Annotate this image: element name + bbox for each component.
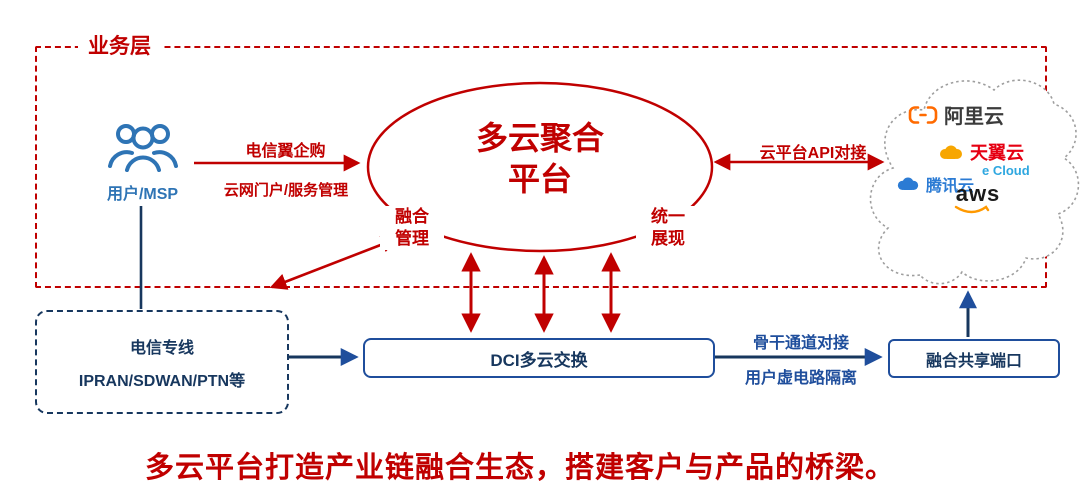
fusion-management-label: 融合 管理 <box>380 206 444 251</box>
caption: 多云平台打造产业链融合生态，搭建客户与产品的桥梁。 <box>144 452 895 484</box>
telecom-line-label: 电信专线 <box>129 339 194 357</box>
alibaba-cloud-label: 阿里云 <box>944 106 1004 128</box>
telecom-line-tech-label: IPRAN/SDWAN/PTN等 <box>78 372 246 390</box>
tianyi-cloud-logo: 天翼云 <box>938 139 1024 165</box>
edge-label-isolation: 用户虚电路隔离 <box>744 370 857 387</box>
arrow-fusion-diagonal <box>269 236 399 290</box>
unified-presentation-label: 统一 展现 <box>636 206 700 251</box>
platform-title: 多云聚合 平台 <box>410 118 670 200</box>
edge-label-portal-service: 云网门户/服务管理 <box>223 182 349 199</box>
aws-label: aws <box>955 181 1001 206</box>
business-layer-label: 业务层 <box>78 30 161 60</box>
cloud-providers-cloud <box>869 79 1080 285</box>
edge-label-backbone: 骨干通道对接 <box>752 335 849 352</box>
alibaba-cloud-logo: 阿里云 <box>908 100 1004 129</box>
tencent-cloud-icon <box>897 177 919 190</box>
aws-logo: aws <box>954 183 1002 215</box>
shared-port-box: 融合共享端口 <box>888 339 1060 378</box>
users-label: 用户/MSP <box>106 186 179 203</box>
users-icon <box>106 118 180 176</box>
platform-title-line1: 多云聚合 <box>475 120 604 156</box>
platform-title-line2: 平台 <box>507 160 572 197</box>
tencent-cloud-logo: 腾讯云 <box>896 172 974 196</box>
aws-smile-icon <box>954 205 990 214</box>
tianyi-cloud-icon <box>940 145 962 159</box>
platform-ellipse <box>366 81 714 253</box>
tianyi-cloud-label: 天翼云 <box>970 143 1024 163</box>
edge-label-telecom-epurchase: 电信翼企购 <box>245 143 326 160</box>
edge-label-cloud-api: 云平台API对接 <box>759 145 867 162</box>
telecom-line-box: 电信专线 IPRAN/SDWAN/PTN等 <box>35 310 289 414</box>
tencent-cloud-label: 腾讯云 <box>926 178 975 195</box>
dci-exchange-box: DCI多云交换 <box>363 338 715 378</box>
tianyi-ecloud-label: e Cloud <box>982 163 1030 178</box>
alibaba-bracket-icon <box>908 105 938 124</box>
